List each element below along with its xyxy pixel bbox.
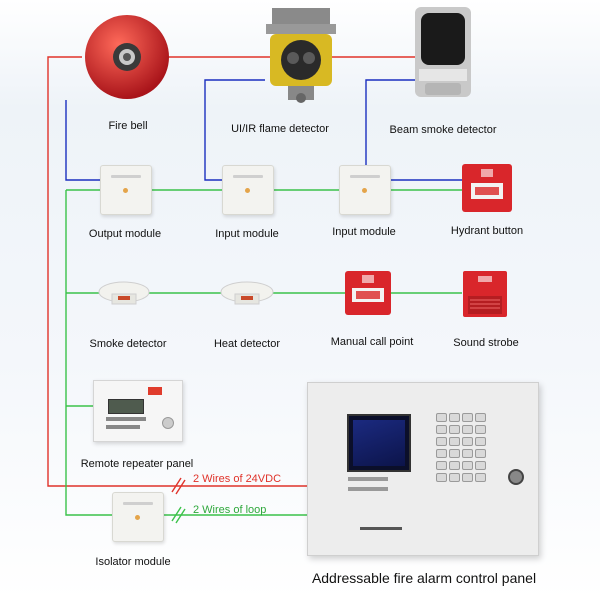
- fire-bell-icon: [84, 14, 170, 100]
- sound-strobe-icon: [462, 270, 508, 318]
- control-panel-label: Addressable fire alarm control panel: [311, 570, 537, 586]
- heat-detector-icon: [220, 280, 274, 310]
- manual-call-point-label: Manual call point: [330, 336, 414, 348]
- hydrant-button-icon: [461, 163, 513, 213]
- power-wire-label: 2 Wires of 24VDC: [193, 473, 282, 485]
- loop-wire-label: 2 Wires of loop: [193, 504, 267, 516]
- sound-strobe-label: Sound strobe: [453, 337, 519, 349]
- signal-wire-bell: [65, 100, 100, 181]
- output-module-icon: [100, 165, 152, 215]
- beam-smoke-detector-label: Beam smoke detector: [389, 124, 497, 136]
- input-module-2-label: Input module: [332, 226, 396, 238]
- power-wire: [47, 56, 307, 487]
- heat-detector-label: Heat detector: [213, 338, 281, 350]
- fire-bell-label: Fire bell: [108, 120, 148, 132]
- beam-smoke-detector-icon: [413, 5, 473, 100]
- remote-repeater-panel-label: Remote repeater panel: [80, 458, 194, 470]
- hydrant-button-label: Hydrant button: [450, 225, 524, 237]
- input-module-2-icon: [339, 165, 391, 215]
- manual-call-point-icon: [344, 270, 392, 316]
- input-module-1-label: Input module: [215, 228, 279, 240]
- loop-wire: [65, 190, 112, 516]
- signal-wire-beam: [365, 79, 416, 165]
- control-panel-icon: [307, 382, 539, 556]
- isolator-module-label: Isolator module: [95, 556, 171, 568]
- smoke-detector-icon: [98, 280, 150, 310]
- input-module-1-icon: [222, 165, 274, 215]
- remote-repeater-panel-icon: [93, 380, 183, 442]
- isolator-module-icon: [112, 492, 164, 542]
- flame-detector-icon: [262, 6, 340, 106]
- smoke-detector-label: Smoke detector: [89, 338, 167, 350]
- signal-wire-flame: [204, 79, 265, 181]
- flame-detector-label: UI/IR flame detector: [231, 123, 329, 135]
- output-module-label: Output module: [88, 228, 162, 240]
